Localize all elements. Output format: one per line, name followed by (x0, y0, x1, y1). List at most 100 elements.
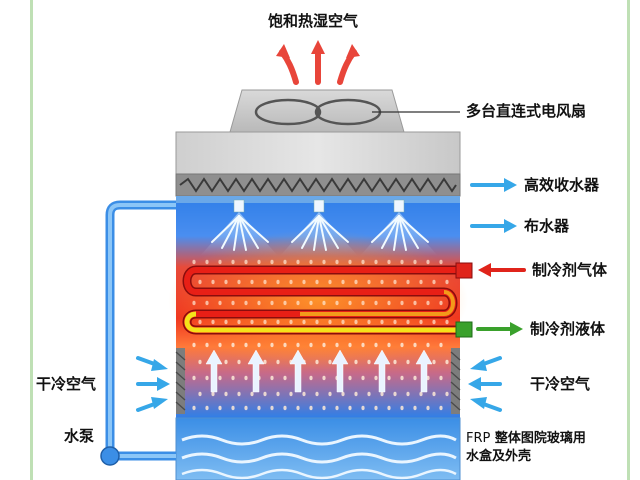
droplet (400, 405, 404, 411)
label-frp-prefix: FRP (466, 431, 491, 446)
droplet (198, 391, 202, 397)
droplet (328, 319, 332, 325)
droplet (283, 259, 287, 265)
droplet (413, 342, 417, 348)
droplet (263, 279, 267, 285)
droplet (218, 342, 222, 348)
diagram-frame (30, 0, 630, 480)
droplet (426, 300, 430, 306)
updraft-arrows (205, 349, 433, 393)
label-distributor: 布水器 (524, 217, 570, 235)
droplet (348, 300, 352, 306)
label-frp: FRP 整体图院玻璃用 水盒及外壳 (466, 430, 586, 465)
droplet (426, 259, 430, 265)
droplet (315, 391, 319, 397)
droplet (445, 279, 449, 285)
droplet (309, 342, 313, 348)
droplet (400, 259, 404, 265)
droplet (250, 391, 254, 397)
droplet (361, 405, 365, 411)
label-pump: 水泵 (64, 427, 95, 445)
droplet (237, 359, 241, 365)
droplet (231, 259, 235, 265)
droplet (276, 319, 280, 325)
droplet (348, 405, 352, 411)
droplet (231, 300, 235, 306)
droplet (400, 300, 404, 306)
droplet (289, 279, 293, 285)
droplet (205, 405, 209, 411)
droplet (354, 391, 358, 397)
droplet (406, 391, 410, 397)
label-dry-air-right: 干冷空气 (530, 375, 591, 393)
droplet (205, 300, 209, 306)
droplet (283, 375, 287, 381)
label-liquid-out: 制冷剂液体 (530, 320, 606, 338)
droplet (296, 342, 300, 348)
droplet (335, 405, 339, 411)
updraft-arrow (205, 349, 223, 393)
droplet (231, 405, 235, 411)
droplet (393, 359, 397, 365)
recirculation-pipe (100, 200, 176, 466)
droplet (432, 319, 436, 325)
water-distributor (176, 196, 460, 256)
droplet (445, 391, 449, 397)
droplet (432, 359, 436, 365)
droplet (361, 300, 365, 306)
droplet (224, 279, 228, 285)
droplet (341, 319, 345, 325)
droplet (335, 300, 339, 306)
droplet (393, 319, 397, 325)
droplet (419, 391, 423, 397)
droplet (224, 391, 228, 397)
droplet (361, 342, 365, 348)
droplet (400, 375, 404, 381)
droplet (276, 359, 280, 365)
droplet (257, 259, 261, 265)
droplet (283, 342, 287, 348)
droplet (439, 342, 443, 348)
droplet (439, 405, 443, 411)
droplet (328, 279, 332, 285)
label-gas-in: 制冷剂气体 (532, 261, 608, 279)
updraft-arrow (247, 349, 265, 393)
droplet (302, 391, 306, 397)
droplet (426, 342, 430, 348)
droplet (270, 375, 274, 381)
droplet (354, 279, 358, 285)
droplet (335, 342, 339, 348)
droplet (244, 375, 248, 381)
droplet (406, 319, 410, 325)
droplet (400, 342, 404, 348)
droplet (380, 319, 384, 325)
droplet (211, 391, 215, 397)
droplet (426, 405, 430, 411)
droplet (250, 279, 254, 285)
droplet (354, 319, 358, 325)
droplet (231, 342, 235, 348)
droplet (250, 319, 254, 325)
droplet (322, 342, 326, 348)
air-inlet-louvers (175, 348, 461, 414)
air-inflow-arrows-right (468, 356, 502, 412)
droplet (257, 300, 261, 306)
hot-air-arrows (276, 40, 360, 85)
label-hot-air: 饱和热湿空气 (268, 12, 359, 30)
droplet (205, 342, 209, 348)
droplet (309, 405, 313, 411)
droplet (192, 375, 196, 381)
droplet (192, 342, 196, 348)
droplet (374, 405, 378, 411)
droplet (445, 359, 449, 365)
droplet (192, 405, 196, 411)
droplet (244, 405, 248, 411)
droplet (244, 300, 248, 306)
droplet (348, 375, 352, 381)
droplet (419, 319, 423, 325)
droplet (302, 319, 306, 325)
droplet (309, 259, 313, 265)
droplet (198, 319, 202, 325)
droplet (309, 300, 313, 306)
